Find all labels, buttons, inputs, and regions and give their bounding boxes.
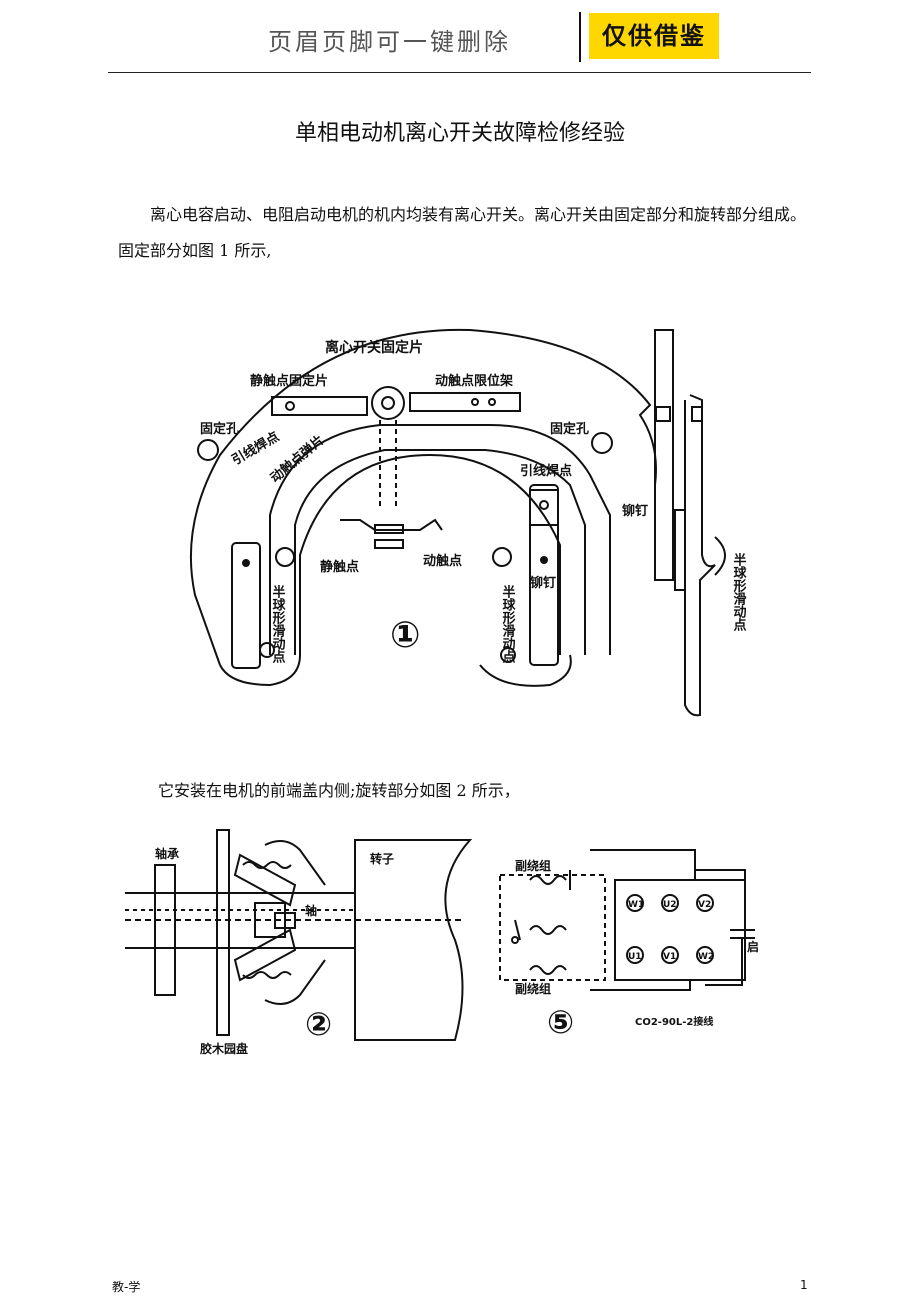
bakelite-disc — [216, 829, 230, 1036]
label-shaft: 轴 — [305, 903, 317, 918]
label-hole-left: 固定孔 — [200, 421, 239, 437]
pivot — [371, 386, 405, 420]
label-static-fixing: 静触点固定片 — [250, 373, 328, 389]
label-lead-weld-right: 引线焊点 — [520, 463, 572, 479]
figure-1-diagram: 离心开关固定片 静触点固定片 动触点限位架 固定孔 固定孔 引线焊点 动触点弹片… — [189, 328, 747, 717]
figure-5-diagram: W1 U2 V2 U1 V1 W2 副绕组 副绕组 启 CO2-90L-2接线 … — [499, 849, 759, 1041]
label-aux-top: 副绕组 — [515, 858, 551, 873]
label-plate: 离心开关固定片 — [325, 339, 423, 356]
terminal-w1: W1 — [628, 900, 644, 910]
document-title: 单相电动机离心开关故障检修经验 — [294, 121, 625, 146]
static-contact-plate — [271, 396, 368, 416]
label-hole-right: 固定孔 — [550, 421, 589, 437]
fixing-hole-left — [197, 439, 219, 461]
page-number: 1 — [800, 1278, 808, 1292]
paragraph-1: 离心电容启动、电阻启动电机的机内均装有离心开关。离心开关由固定部分和旋转部分组成… — [118, 205, 807, 260]
figure-2-diagram: 轴承 轴 转子 胶木园盘 ② — [125, 829, 473, 1056]
label-bearing: 轴承 — [155, 846, 179, 861]
header-divider — [579, 12, 581, 62]
label-caption: CO2-90L-2接线 — [635, 1015, 713, 1028]
plate-outline — [189, 328, 657, 666]
label-rivet: 铆钉 — [530, 575, 556, 591]
terminal-u1: U1 — [628, 952, 642, 962]
bearing — [154, 864, 176, 996]
terminal-v1: V1 — [663, 952, 676, 962]
rotor — [354, 839, 473, 1041]
label-slider-left: 半球形滑动点 — [270, 584, 286, 664]
fixing-hole-right — [591, 432, 613, 454]
terminal-u2: U2 — [663, 900, 677, 910]
terminals: W1 U2 V2 U1 V1 W2 — [626, 894, 714, 964]
header-badge: 仅供借鉴 — [589, 13, 719, 59]
inner-arch — [299, 453, 561, 655]
figure-1-side-view — [654, 329, 726, 717]
figure-5-number: ⑤ — [547, 1003, 574, 1041]
terminal-w2: W2 — [698, 952, 714, 962]
label-disc: 胶木园盘 — [200, 1041, 248, 1056]
terminal-v2: V2 — [698, 900, 711, 910]
footer-left: 教-学 — [112, 1280, 141, 1294]
figure-2-number: ② — [305, 1005, 332, 1043]
moving-limit-plate — [409, 392, 521, 412]
label-start: 启 — [747, 939, 759, 954]
paragraph-2: 它安装在电机的前端盖内侧;旋转部分如图 2 所示， — [158, 781, 520, 800]
label-moving-limit: 动触点限位架 — [435, 373, 513, 389]
right-leg — [529, 484, 559, 666]
label-rotor: 转子 — [370, 851, 394, 866]
figure-1-number: ① — [390, 615, 420, 656]
label-aux-bottom: 副绕组 — [515, 981, 551, 996]
label-static-contact: 静触点 — [320, 559, 359, 575]
label-moving-contact: 动触点 — [423, 553, 462, 569]
side-label-rivet: 铆钉 — [622, 503, 648, 519]
header-text: 页眉页脚可一键删除 — [268, 28, 511, 56]
dashed-box — [499, 874, 606, 981]
u-spring — [269, 424, 611, 655]
side-label-slider: 半球形滑动点 — [731, 552, 747, 632]
label-slider-right: 半球形滑动点 — [500, 584, 516, 664]
left-leg — [231, 542, 261, 669]
header-rule — [108, 72, 811, 73]
